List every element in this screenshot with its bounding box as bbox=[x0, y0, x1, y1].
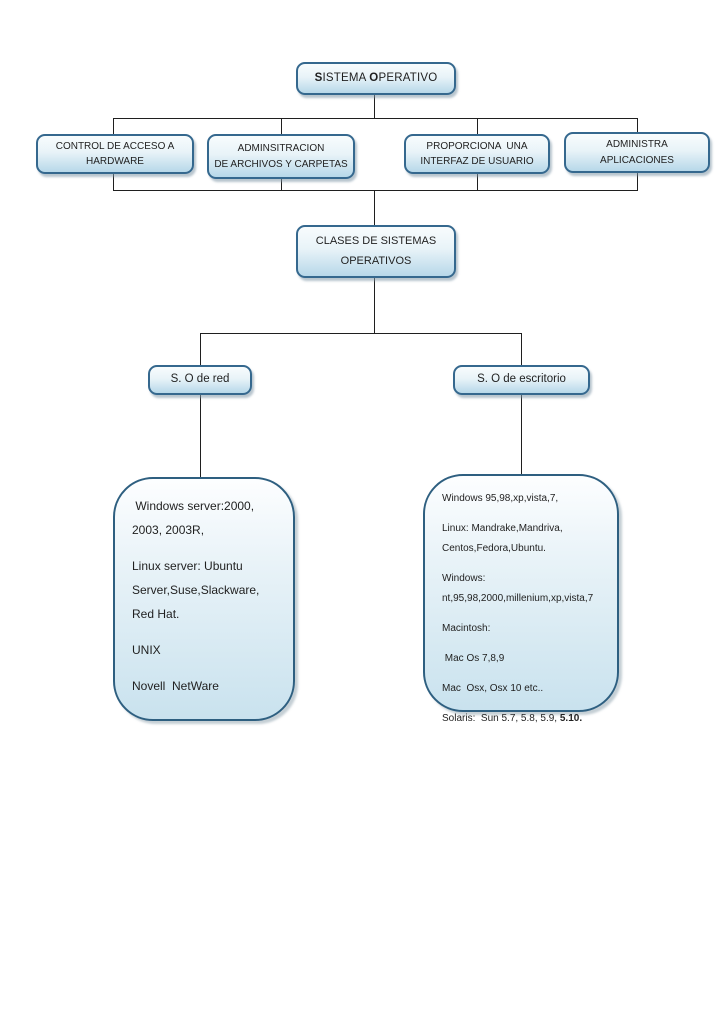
node-control-acceso-hardware: CONTROL DE ACCESO A HARDWARE bbox=[36, 134, 194, 174]
panel-so-red-examples: Windows server:2000, 2003, 2003R, Linux … bbox=[113, 477, 295, 721]
node-label-line: APLICACIONES bbox=[600, 154, 674, 166]
network-examples-novell-netware: Novell NetWare bbox=[132, 679, 219, 693]
node-label-line: S. O de escritorio bbox=[477, 373, 566, 386]
network-examples-linux-server: Linux server: Ubuntu Server,Suse,Slackwa… bbox=[132, 559, 263, 621]
node-administra-aplicaciones: ADMINISTRA APLICACIONES bbox=[564, 132, 710, 173]
connector-drop-network bbox=[200, 333, 201, 365]
network-examples-windows-server: Windows server:2000, 2003, 2003R, bbox=[132, 499, 258, 537]
connector-drop-fn1 bbox=[113, 118, 114, 134]
connector-category-horizontal bbox=[200, 333, 522, 334]
node-label-line: PROPORCIONA UNA bbox=[426, 140, 528, 152]
node-label-line: INTERFAZ DE USUARIO bbox=[420, 156, 534, 167]
node-label-line: CONTROL DE ACCESO A bbox=[55, 140, 175, 152]
connector-drop-desktop bbox=[521, 333, 522, 365]
node-sistema-operativo: SISTEMA OPERATIVO bbox=[296, 62, 456, 95]
connector-drop-fn2 bbox=[281, 118, 282, 134]
connector-top-horizontal bbox=[113, 118, 638, 119]
desktop-examples-linux: Linux: Mandrake,Mandriva, Centos,Fedora,… bbox=[442, 523, 566, 554]
connector-rise-fn4 bbox=[637, 173, 638, 190]
node-label-line: S. O de red bbox=[170, 373, 230, 386]
desktop-examples-windows: Windows 95,98,xp,vista,7, bbox=[442, 493, 559, 504]
connector-classes-down bbox=[374, 278, 375, 333]
desktop-examples-mac-osx: Mac Osx, Osx 10 etc.. bbox=[442, 683, 544, 694]
connector-rise-fn2 bbox=[281, 179, 282, 190]
connector-rise-fn1 bbox=[113, 174, 114, 190]
node-so-de-red: S. O de red bbox=[148, 365, 252, 395]
node-proporciona-interfaz-usuario: PROPORCIONA UNA INTERFAZ DE USUARIO bbox=[404, 134, 550, 174]
node-label-line: DE ARCHIVOS Y CARPETAS bbox=[214, 158, 348, 170]
panel-so-escritorio-examples: Windows 95,98,xp,vista,7, Linux: Mandrak… bbox=[423, 474, 619, 724]
desktop-examples-windows-nt: Windows: nt,95,98,2000,millenium,xp,vist… bbox=[442, 573, 594, 604]
desktop-examples-solaris: Solaris: Sun 5.7, 5.8, 5.9, 5.10. bbox=[442, 713, 583, 724]
node-label-line: CLASES DE SISTEMAS bbox=[315, 234, 437, 247]
node-label-line: ADMINISTRA bbox=[606, 139, 668, 150]
node-so-de-escritorio: S. O de escritorio bbox=[453, 365, 590, 395]
connector-rise-fn3 bbox=[477, 174, 478, 190]
node-label-line: ADMINSITRACION bbox=[237, 143, 325, 154]
node-clases-sistemas-operativos: CLASES DE SISTEMAS OPERATIVOS bbox=[296, 225, 456, 278]
connector-network-list bbox=[200, 395, 201, 477]
connector-root-down bbox=[374, 95, 375, 118]
node-label-line: OPERATIVOS bbox=[340, 254, 412, 267]
desktop-examples-mac-os: Mac Os 7,8,9 bbox=[442, 653, 505, 664]
desktop-examples-macintosh: Macintosh: bbox=[442, 623, 491, 634]
connector-to-classes bbox=[374, 190, 375, 225]
connector-desktop-list bbox=[521, 395, 522, 474]
network-examples-unix: UNIX bbox=[132, 643, 161, 657]
node-sistema-operativo-label: SISTEMA OPERATIVO bbox=[314, 71, 438, 84]
node-adminsitracion-archivos-carpetas: ADMINSITRACION DE ARCHIVOS Y CARPETAS bbox=[207, 134, 355, 179]
connector-drop-fn3 bbox=[477, 118, 478, 134]
node-label-line: HARDWARE bbox=[86, 156, 144, 167]
connector-drop-fn4 bbox=[637, 118, 638, 132]
connector-mid-horizontal bbox=[113, 190, 638, 191]
